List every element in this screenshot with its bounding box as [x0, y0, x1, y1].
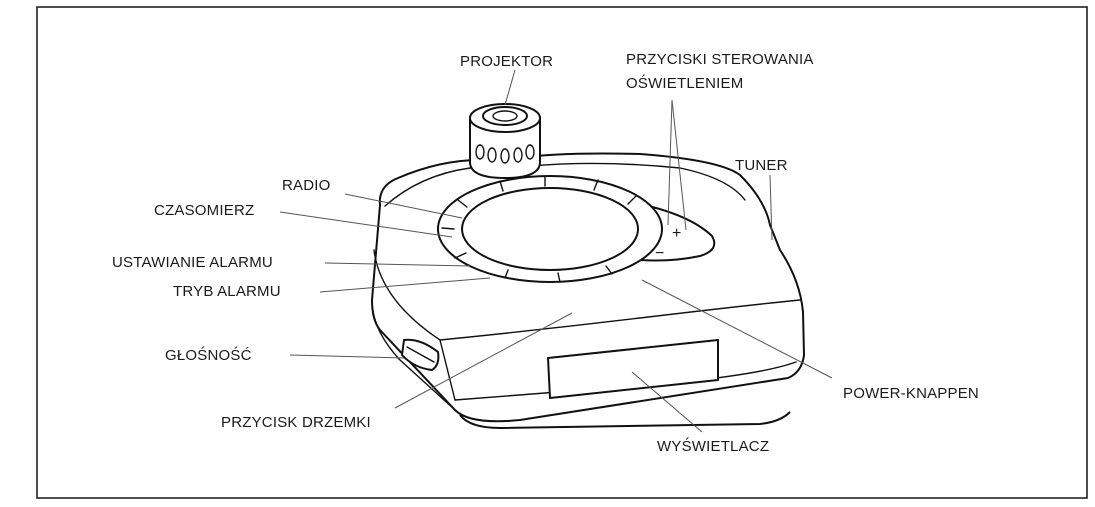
label-wyswietlacz: WYŚWIETLACZ: [657, 437, 769, 455]
label-radio: RADIO: [282, 177, 331, 194]
label-przyciski-line2: OŚWIETLENIEM: [626, 74, 743, 92]
label-projektor: PROJEKTOR: [460, 53, 553, 70]
leader-lines: [279, 69, 833, 433]
leader-light-minus: [671, 99, 687, 231]
label-power-knappen: POWER-KNAPPEN: [843, 385, 979, 402]
leader-light-plus: [667, 99, 673, 226]
minus-symbol: −: [655, 245, 665, 262]
diagram-border: [36, 6, 1088, 499]
plus-symbol: +: [672, 225, 682, 242]
leader-power: [641, 279, 833, 379]
center-dial: [461, 187, 639, 271]
leader-projektor: [504, 69, 516, 106]
label-czasomierz: CZASOMIERZ: [154, 202, 254, 219]
device-base-edge: [459, 411, 791, 429]
side-bottom-edge: [371, 299, 456, 411]
clock-radio-device: + −: [371, 103, 805, 429]
front-panel-top-edge: [439, 299, 801, 341]
label-glosnosc: GŁOŚNOŚĆ: [165, 346, 252, 364]
leader-drzemki: [394, 312, 573, 409]
side-face-edge: [373, 249, 441, 341]
lcd-display: [547, 339, 719, 399]
label-tryb-alarmu: TRYB ALARMU: [173, 283, 281, 300]
leader-wyswietlacz: [631, 371, 703, 433]
volume-wheel: [401, 338, 440, 371]
front-corner-edge: [439, 339, 456, 401]
label-ustawianie-alarmu: USTAWIANIE ALARMU: [112, 254, 273, 271]
top-surface-rim: [384, 162, 746, 207]
callout-labels: PROJEKTOR PRZYCISKI STEROWANIA OŚWIETLEN…: [112, 51, 979, 455]
leader-glosnosc: [289, 354, 405, 359]
control-ring-segments: [441, 175, 637, 283]
label-tuner: TUNER: [735, 157, 788, 174]
leader-ustawianie: [324, 262, 471, 267]
leader-czasomierz: [279, 211, 453, 238]
leader-radio: [344, 193, 463, 219]
leader-tuner: [769, 174, 773, 241]
label-przycisk-drzemki: PRZYCISK DRZEMKI: [221, 414, 371, 431]
label-przyciski-line1: PRZYCISKI STEROWANIA: [626, 51, 814, 68]
leader-tryb: [319, 277, 491, 293]
projector-tower: [469, 103, 541, 179]
